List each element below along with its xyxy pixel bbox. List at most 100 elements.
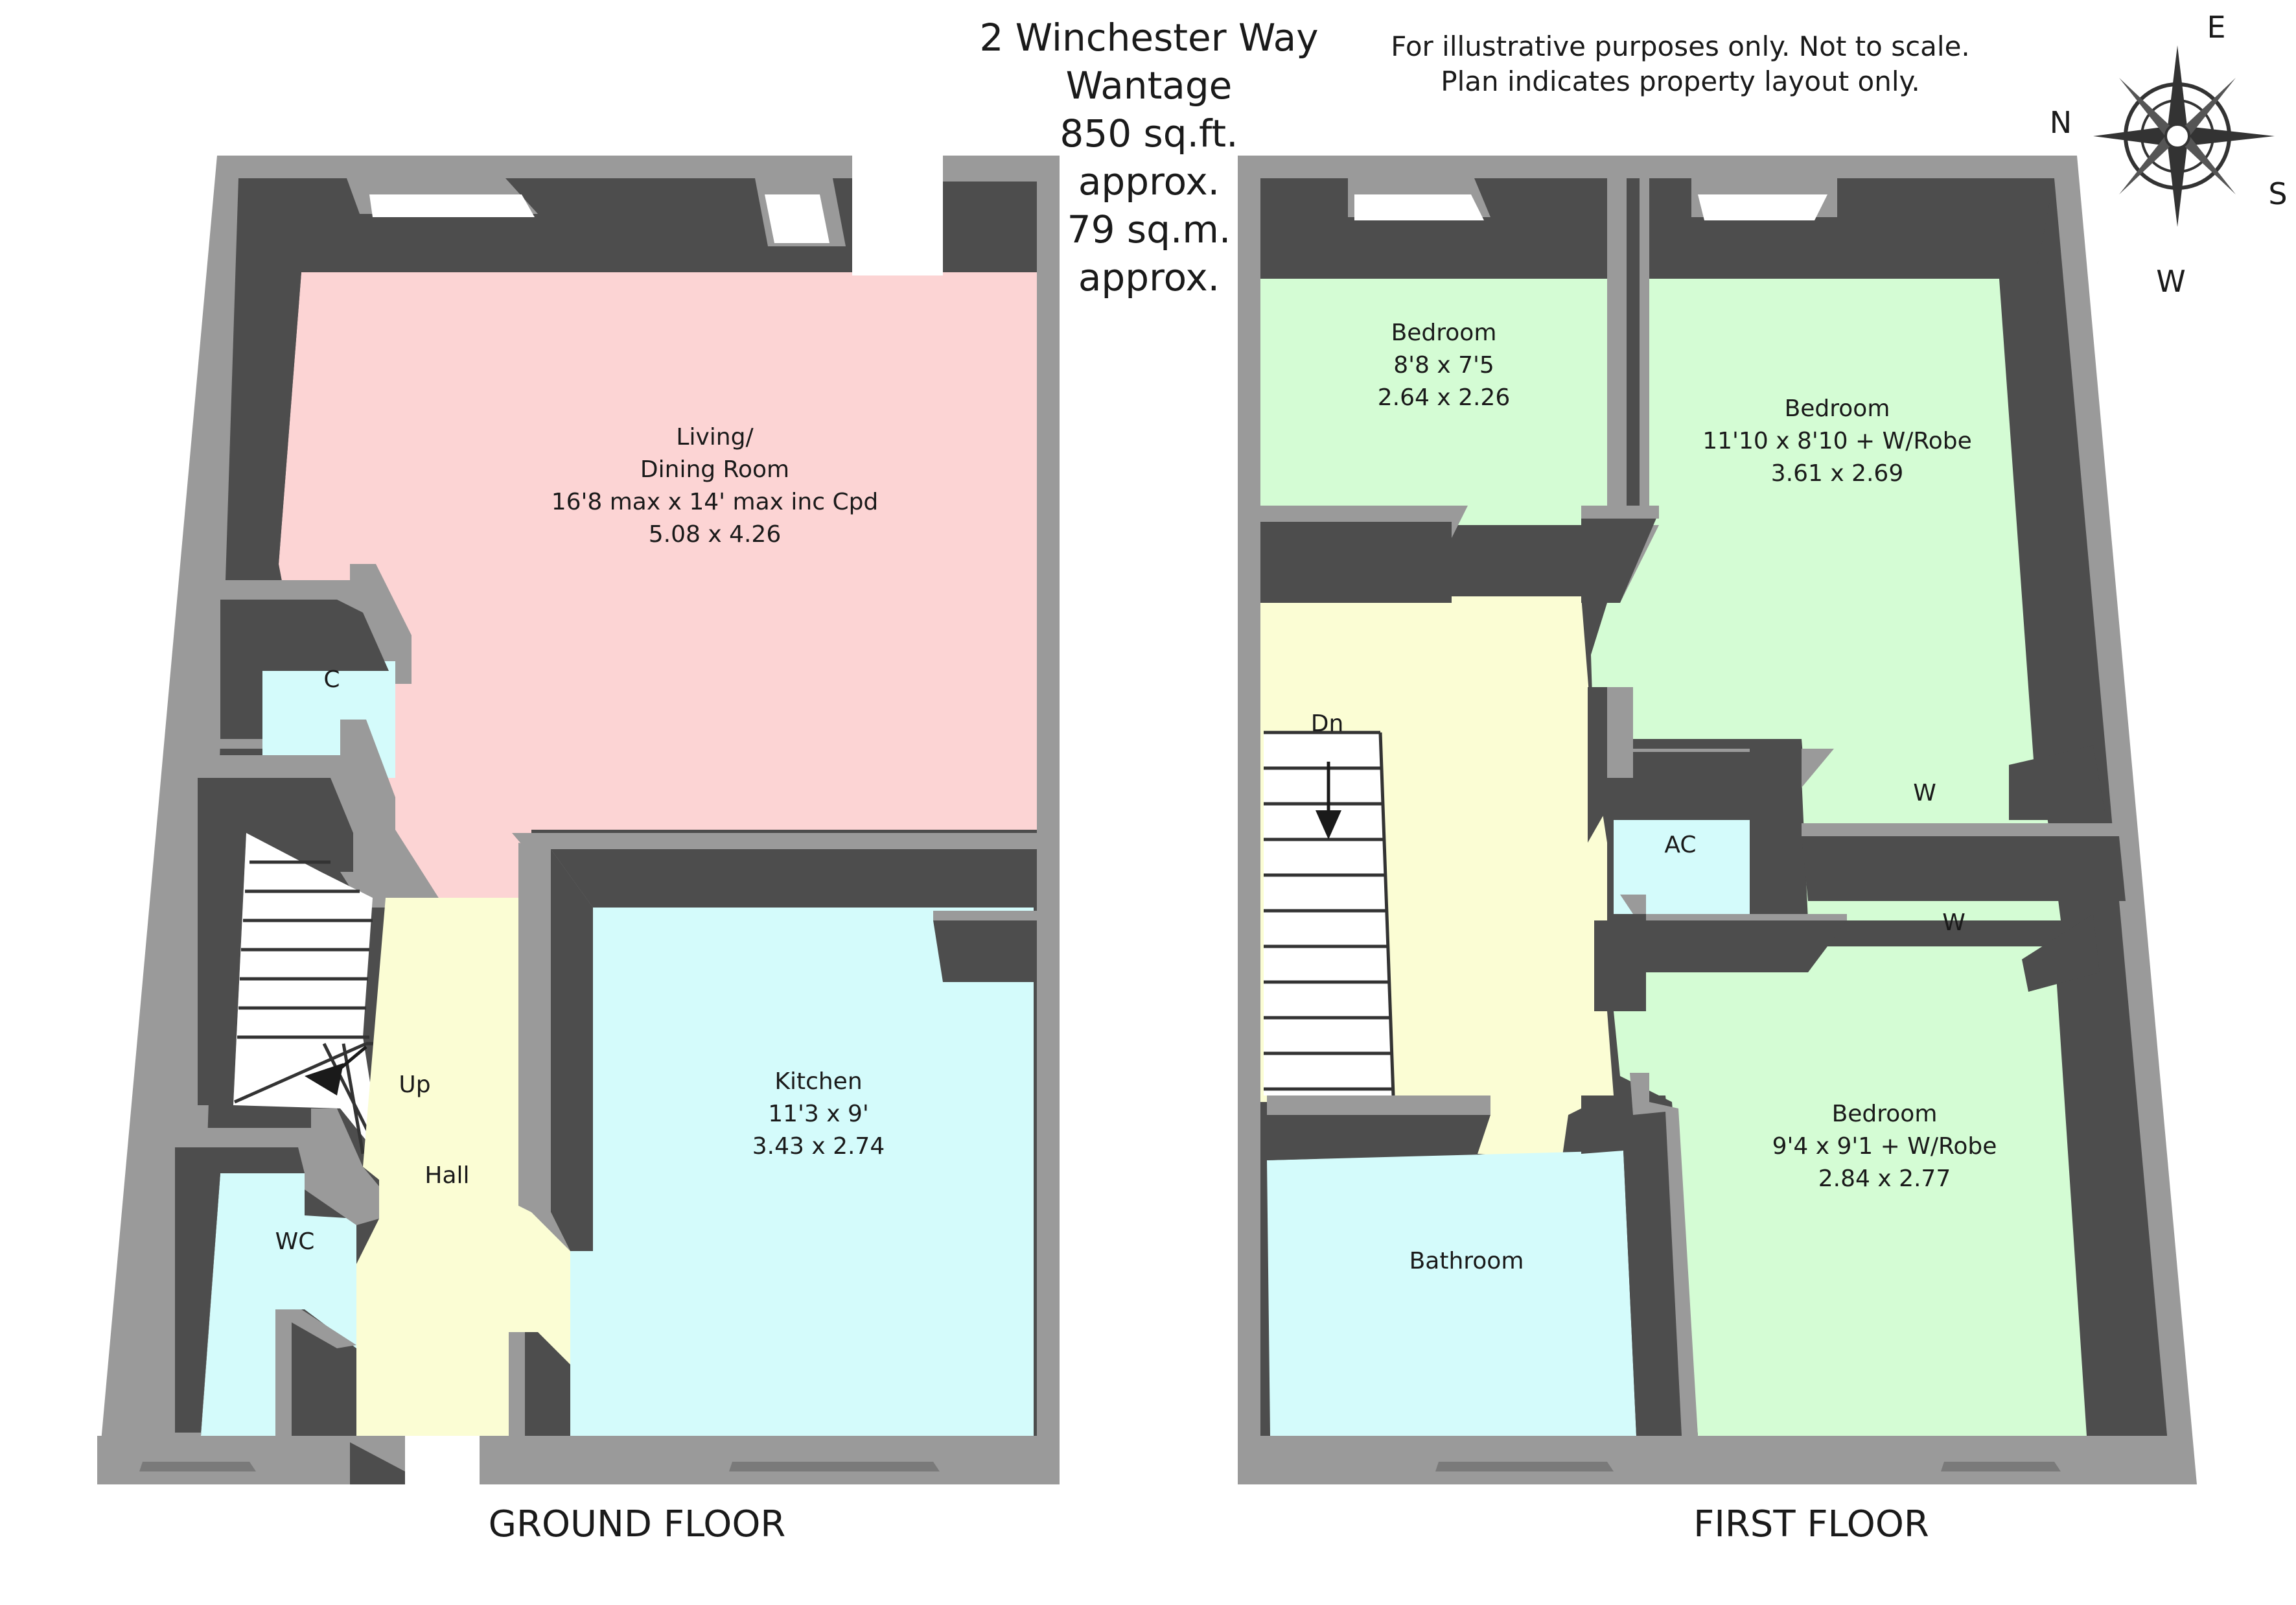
disclaimer-line-1: For illustrative purposes only. Not to s… xyxy=(1391,30,1970,62)
bathroom-top-wall-top xyxy=(1267,1095,1490,1115)
living-dining-room xyxy=(279,272,1037,898)
first-floor-label: FIRST FLOOR xyxy=(1693,1503,1929,1545)
first-window-2-pane xyxy=(1698,194,1827,220)
approx-label-1: approx. xyxy=(1078,159,1220,204)
wardrobe-stub-1 xyxy=(2009,745,2106,820)
stairs-up-label: Up xyxy=(399,1072,430,1098)
stairs-up-arrow-icon xyxy=(305,1063,343,1095)
bedroom-small xyxy=(1260,279,1607,525)
kitchen-name: Kitchen xyxy=(774,1068,862,1095)
small-bedroom-lower-wall xyxy=(1260,522,1452,603)
airing-cupboard xyxy=(1614,820,1750,914)
cupboard-label: C xyxy=(323,666,340,693)
kitchen-top-wall-top xyxy=(512,833,1037,908)
disclaimer-line-2: Plan indicates property layout only. xyxy=(1441,65,1919,97)
stairs-up-arrow-line xyxy=(326,1046,367,1081)
ac-wall-lower xyxy=(1594,920,1847,1011)
ground-window-1-pane xyxy=(369,194,535,217)
kitchen-right-stub xyxy=(933,920,1034,982)
hall-bottom-stub xyxy=(522,1332,570,1436)
kitchen-right-stub-top xyxy=(933,911,1037,920)
ground-bottom-wall xyxy=(97,1436,405,1484)
ground-front-step xyxy=(350,1442,405,1484)
living-imperial: 16'8 max x 14' max inc Cpd xyxy=(551,489,879,515)
bathroom-top-wall xyxy=(1267,1115,1490,1160)
wc-wall-dark xyxy=(175,1147,305,1433)
wardrobe-stub-2 xyxy=(2022,914,2100,992)
stairs-down-arrow-icon xyxy=(1316,810,1341,839)
hall-label: Hall xyxy=(424,1162,469,1189)
address-line-1: 2 Winchester Way xyxy=(979,16,1318,60)
bathroom-label: Bathroom xyxy=(1409,1248,1524,1274)
hall xyxy=(356,898,570,1471)
ground-bottom-wall-right xyxy=(480,1436,1060,1484)
bathroom xyxy=(1267,1151,1636,1436)
living-metric: 5.08 x 4.26 xyxy=(649,521,782,548)
first-window-bottom-2 xyxy=(1941,1462,2061,1471)
first-stairs xyxy=(1264,732,1393,1095)
bedroom-large xyxy=(1591,279,2035,820)
first-stair-treads xyxy=(1264,731,1395,1096)
bedroom-third-metric: 2.84 x 2.77 xyxy=(1818,1166,1951,1192)
wardrobe-label-1: W xyxy=(1913,780,1936,806)
bathroom-right-wall-top xyxy=(1630,1073,1698,1436)
bedroom-third-imperial: 9'4 x 9'1 + W/Robe xyxy=(1772,1133,1997,1160)
kitchen-left-wall-top xyxy=(518,843,570,1251)
kitchen-top-wall xyxy=(551,849,1034,908)
ac-wall-lower-top xyxy=(1620,895,1847,920)
small-bedroom-lower-wall-top xyxy=(1260,506,1468,538)
compass-w: W xyxy=(2156,264,2185,299)
compass-e: E xyxy=(2207,10,2225,45)
wc-divider-top xyxy=(275,1309,356,1436)
compass-s: S xyxy=(2268,176,2287,211)
airing-cupboard-label: AC xyxy=(1664,832,1696,858)
bedroom-door-stub-top xyxy=(1581,506,1659,519)
compass-n: N xyxy=(2050,105,2072,140)
bathroom-right-wall xyxy=(1581,1095,1698,1436)
bedroom-third-name: Bedroom xyxy=(1832,1101,1938,1127)
stairs-down-label: Dn xyxy=(1311,710,1344,737)
ground-floor-label: GROUND FLOOR xyxy=(489,1503,786,1545)
hall-bottom-stub-top xyxy=(509,1332,525,1436)
first-window-bottom-1 xyxy=(1435,1462,1614,1471)
ground-door-gap xyxy=(405,1436,480,1484)
area-sqft: 850 sq.ft. xyxy=(1060,111,1238,156)
wardrobe-label-2: W xyxy=(1942,909,1966,936)
area-sqm: 79 sq.m. xyxy=(1067,207,1231,252)
ac-wall-upper xyxy=(1588,687,1776,843)
ground-floor-plan xyxy=(97,156,1060,1484)
wardrobe-divider-wall-top xyxy=(1802,823,2119,836)
bedroom-small-metric: 2.64 x 2.26 xyxy=(1378,384,1511,411)
ground-top-gap xyxy=(852,156,943,275)
cupboard-wall-top-dark xyxy=(220,600,389,739)
bedroom-large-metric: 3.61 x 2.69 xyxy=(1771,460,1904,487)
kitchen xyxy=(570,908,1034,1436)
kitchen-metric: 3.43 x 2.74 xyxy=(752,1133,885,1160)
ground-window-bottom-2 xyxy=(729,1462,940,1471)
bedroom-small-name: Bedroom xyxy=(1391,320,1497,346)
ground-stair-wall-dark xyxy=(198,778,353,1105)
approx-label-2: approx. xyxy=(1078,255,1220,299)
bedroom-small-imperial: 8'8 x 7'5 xyxy=(1393,352,1494,379)
ground-window-bottom-1 xyxy=(139,1462,256,1471)
wardrobe-divider-wall xyxy=(1802,836,2126,901)
bedroom-door-stub xyxy=(1581,512,1659,603)
bedroom-large-name: Bedroom xyxy=(1785,395,1890,422)
bedroom-divider-wall-dark xyxy=(1627,178,1640,519)
first-floor-plan xyxy=(1238,156,2197,1484)
bedroom-third xyxy=(1614,946,2087,1436)
wc-label: WC xyxy=(275,1228,315,1255)
first-bottom-wall xyxy=(1238,1436,2197,1484)
kitchen-left-wall xyxy=(551,849,593,1251)
ground-top-gap-wall xyxy=(943,156,1060,182)
living-top-wall xyxy=(238,178,1037,564)
ground-stairs xyxy=(233,833,382,1160)
ground-window-2-pane xyxy=(765,194,829,243)
address-line-2: Wantage xyxy=(1066,64,1233,108)
living-name-1: Living/ xyxy=(676,424,754,451)
compass-rose-icon xyxy=(2093,45,2275,227)
living-name-2: Dining Room xyxy=(640,456,789,483)
kitchen-imperial: 11'3 x 9' xyxy=(768,1101,869,1127)
bedroom-large-imperial: 11'10 x 8'10 + W/Robe xyxy=(1702,428,1972,454)
